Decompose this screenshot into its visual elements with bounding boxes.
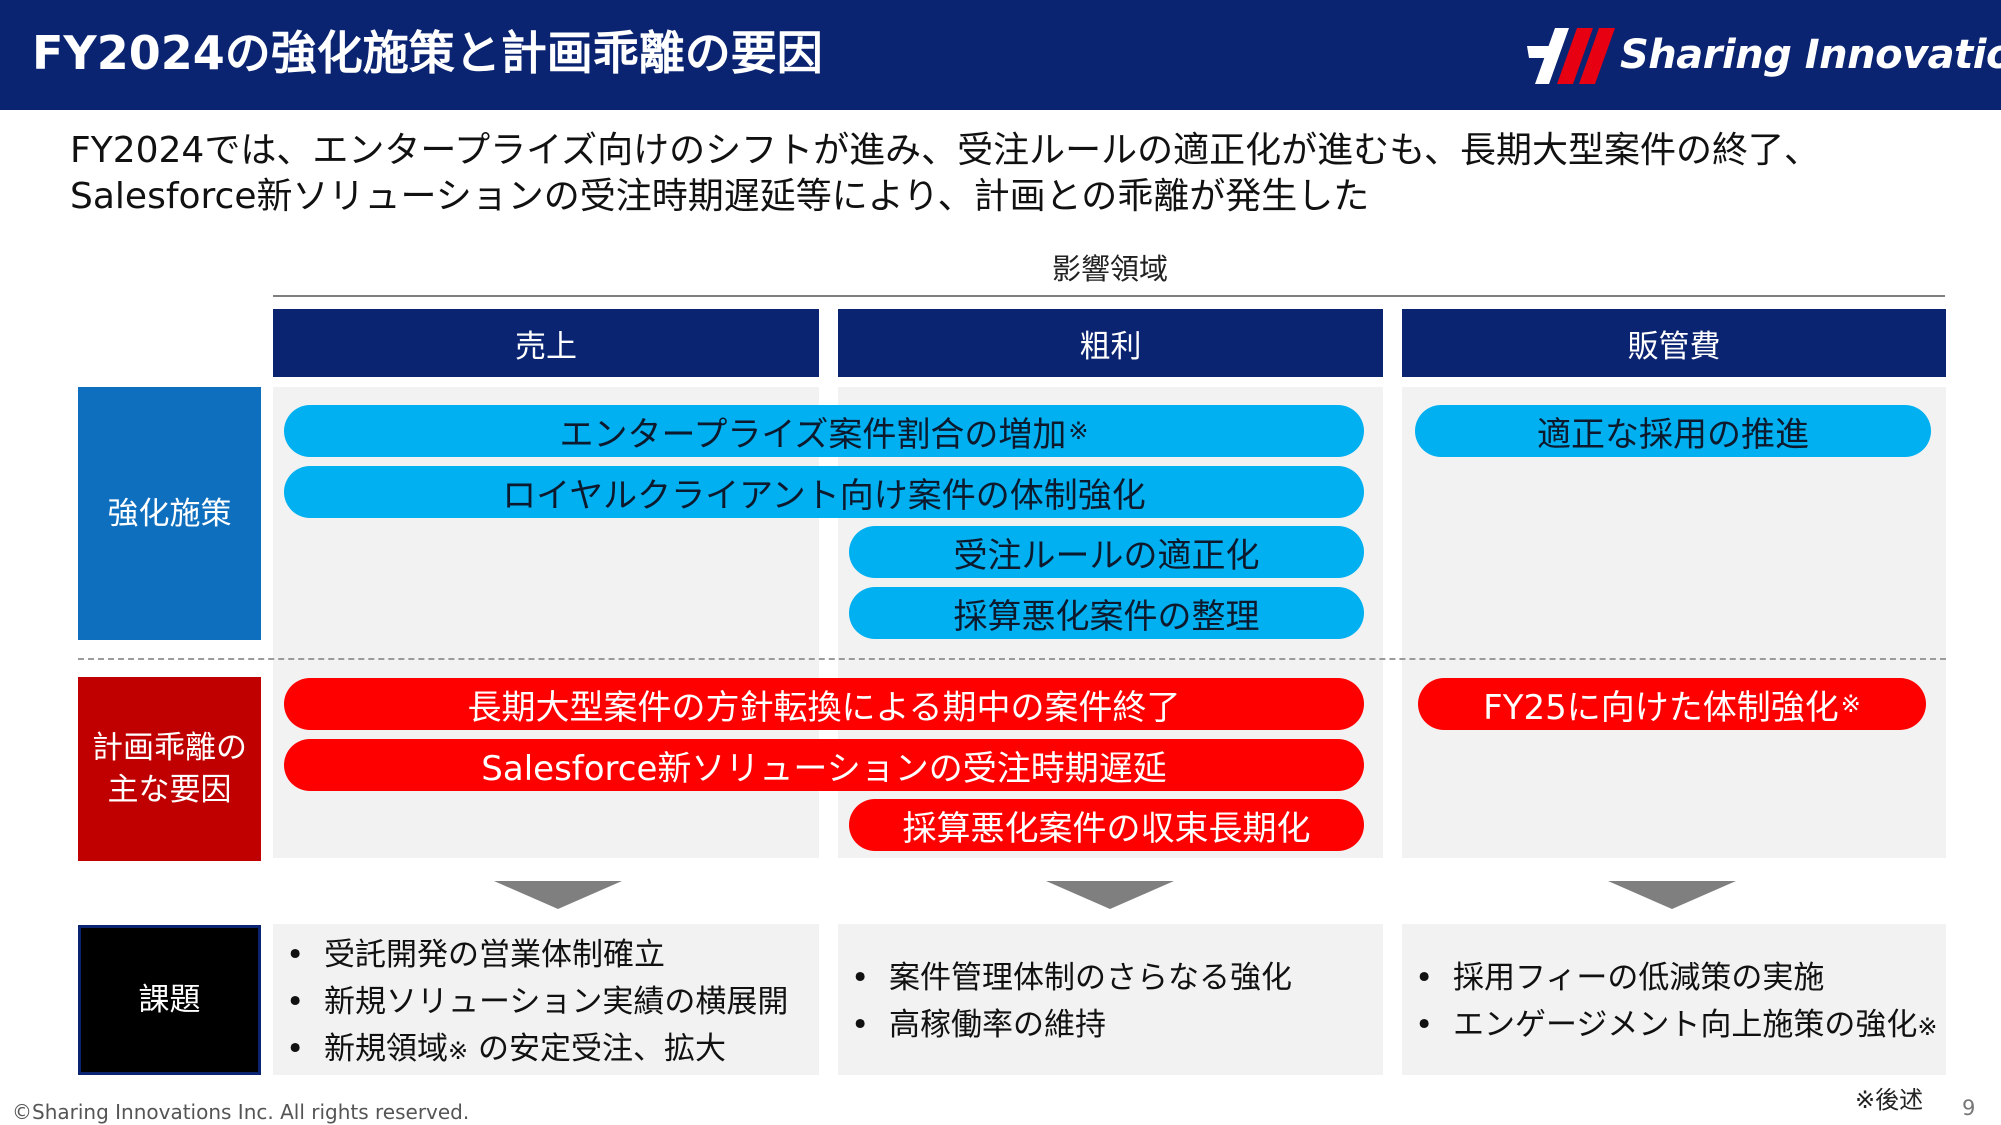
down-arrow-icon <box>494 881 622 909</box>
row-label-plan-gap: 計画乖離の 主な要因 <box>78 677 261 861</box>
issues-list-gross-profit: • 案件管理体制のさらなる強化 • 高稼働率の維持 <box>851 955 1292 1049</box>
issues-panel-gross-profit <box>838 924 1383 1075</box>
panel-sga <box>1402 387 1946 858</box>
column-header-gross-profit: 粗利 <box>838 309 1383 377</box>
list-item: • 案件管理体制のさらなる強化 <box>851 960 1293 996</box>
pill-unprofitable-cleanup: 採算悪化案件の整理 <box>849 587 1364 639</box>
pill-prolonged-convergence: 採算悪化案件の収束長期化 <box>849 799 1364 851</box>
list-item: • 新規領域※ の安定受注、拡大 <box>286 1031 726 1067</box>
logo-text: Sharing Innovations <box>1620 32 2001 78</box>
subtitle-line-1: FY2024では、エンタープライズ向けのシフトが進み、受注ルールの適正化が進むも… <box>70 130 1820 171</box>
section-divider <box>78 658 1946 660</box>
list-item: • 採用フィーの低減策の実施 <box>1415 960 1825 996</box>
footnote: ※後述 <box>1855 1086 1924 1114</box>
list-item: • エンゲージメント向上施策の強化※ <box>1415 1007 1938 1043</box>
pill-salesforce-delay: Salesforce新ソリューションの受注時期遅延 <box>284 739 1364 791</box>
subtitle: FY2024では、エンタープライズ向けのシフトが進み、受注ルールの適正化が進むも… <box>70 128 1820 220</box>
pill-fy25-structure: FY25に向けた体制強化※ <box>1418 678 1926 730</box>
logo-mark-icon <box>1527 28 1615 84</box>
list-item: • 高稼働率の維持 <box>851 1007 1107 1043</box>
issues-panel-sga <box>1402 924 1946 1075</box>
pill-enterprise-share: エンタープライズ案件割合の増加※ <box>284 405 1364 457</box>
down-arrow-icon <box>1046 881 1174 909</box>
subtitle-line-2: Salesforce新ソリューションの受注時期遅延等により、計画との乖離が発生し… <box>70 176 1370 217</box>
issues-panel-sales <box>273 924 819 1075</box>
pill-royal-client: ロイヤルクライアント向け案件の体制強化 <box>284 466 1364 518</box>
header-bar <box>0 0 2001 110</box>
row-label-strengthen: 強化施策 <box>78 387 261 640</box>
copyright: ©Sharing Innovations Inc. All rights res… <box>12 1100 470 1124</box>
impact-area-label: 影響領域 <box>1051 252 1168 286</box>
column-header-sga: 販管費 <box>1402 309 1946 377</box>
down-arrow-icon <box>1608 881 1736 909</box>
page-title: FY2024の強化施策と計画乖離の要因 <box>32 26 823 80</box>
pill-order-rules: 受注ルールの適正化 <box>849 526 1364 578</box>
row-label-issues: 課題 <box>78 925 261 1075</box>
list-item: • 受託開発の営業体制確立 <box>286 937 666 973</box>
column-header-sales: 売上 <box>273 309 819 377</box>
pill-proper-hiring: 適正な採用の推進 <box>1415 405 1931 457</box>
pill-long-term-project-end: 長期大型案件の方針転換による期中の案件終了 <box>284 678 1364 730</box>
impact-area-divider <box>273 295 1945 297</box>
company-logo: Sharing Innovations <box>1525 24 2001 88</box>
issues-list-sga: • 採用フィーの低減策の実施 • エンゲージメント向上施策の強化※ <box>1415 955 1938 1051</box>
page-number: 9 <box>1962 1096 1976 1120</box>
issues-list-sales: • 受託開発の営業体制確立 • 新規ソリューション実績の横展開 • 新規領域※ … <box>286 932 788 1075</box>
list-item: • 新規ソリューション実績の横展開 <box>286 984 789 1020</box>
